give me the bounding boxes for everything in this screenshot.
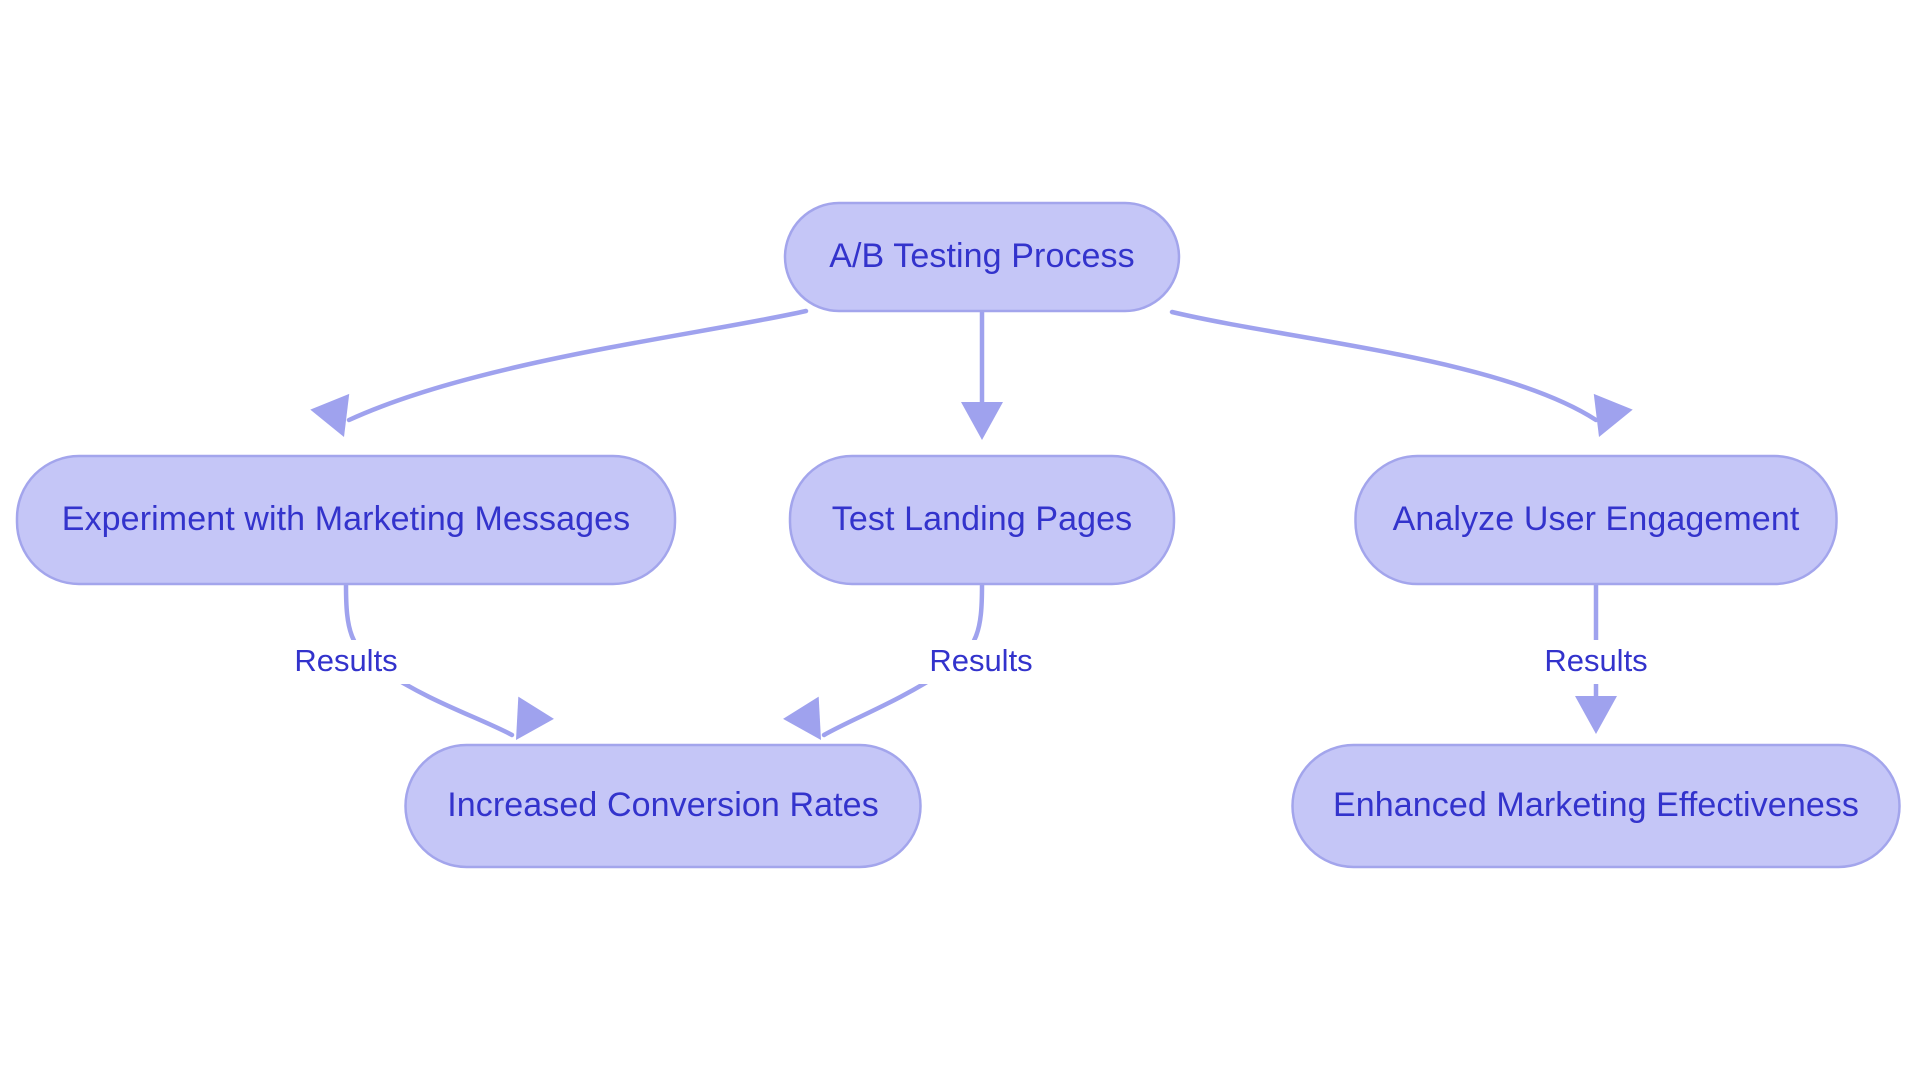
node-engagement-shape [1354,454,1838,586]
edge-label-engagement-effectiveness-text: Results [1544,643,1647,678]
node-root[interactable]: A/B Testing Process [783,201,1181,313]
node-conversion[interactable]: Increased Conversion Rates [404,743,922,869]
edge-labels-layer: Results Results Results [281,640,1661,684]
edge-root-experiment [346,308,809,423]
node-root-shape [783,201,1181,313]
edge-label-landing-conversion-backdrop [916,640,1046,684]
arrow-effectiveness-icon [1575,696,1617,734]
node-experiment[interactable]: Experiment with Marketing Messages [15,454,677,586]
node-conversion-shape [404,743,922,869]
edge-root-engagement [1169,309,1599,423]
node-experiment-label: Experiment with Marketing Messages [62,500,630,538]
arrow-conversion-right-icon [783,696,821,740]
node-effectiveness[interactable]: Enhanced Marketing Effectiveness [1291,743,1901,869]
arrow-engagement-icon [1593,393,1633,437]
edge-label-experiment-conversion-backdrop [281,640,411,684]
arrow-experiment-icon [310,393,350,437]
edge-label-landing-conversion-text: Results [929,643,1032,678]
node-root-label: A/B Testing Process [829,237,1135,275]
edge-label-engagement-effectiveness: Results [1531,640,1661,684]
edge-label-experiment-conversion: Results [281,640,411,684]
node-effectiveness-shape [1291,743,1901,869]
node-engagement-label: Analyze User Engagement [1393,500,1800,538]
edge-label-landing-conversion: Results [916,640,1046,684]
node-landing-label: Test Landing Pages [832,500,1132,538]
edge-label-engagement-effectiveness-backdrop [1531,640,1661,684]
node-experiment-shape [15,454,677,586]
node-effectiveness-label: Enhanced Marketing Effectiveness [1333,786,1859,824]
arrow-landing-icon [961,402,1003,440]
arrow-conversion-left-icon [516,696,554,740]
edge-label-experiment-conversion-text: Results [294,643,397,678]
node-landing[interactable]: Test Landing Pages [788,454,1176,586]
node-engagement[interactable]: Analyze User Engagement [1354,454,1838,586]
node-landing-shape [788,454,1176,586]
node-conversion-label: Increased Conversion Rates [447,786,879,824]
arrowheads-layer [310,393,1633,740]
